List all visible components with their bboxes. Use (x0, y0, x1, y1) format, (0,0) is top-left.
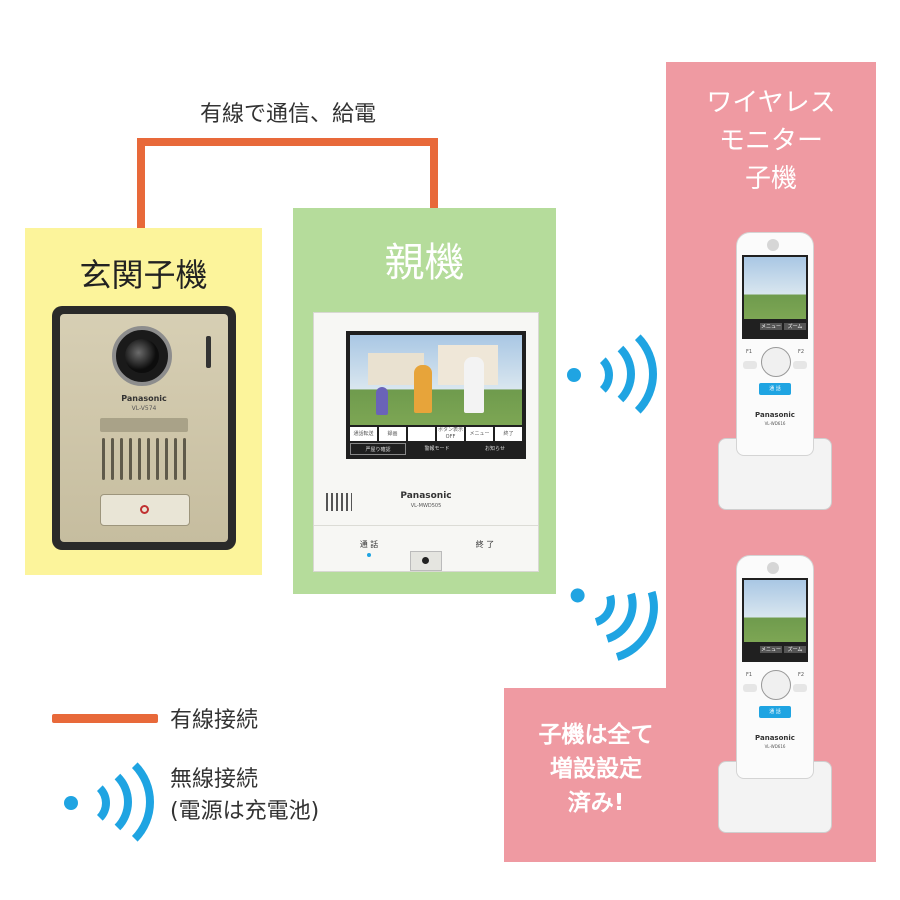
handset-zoom-key[interactable]: ズーム (784, 323, 806, 330)
legend-wireless-line-2: (電源は充電池) (170, 799, 320, 824)
soft-key[interactable]: 严屋り確認 (350, 443, 406, 455)
camera-lens-core (125, 339, 159, 373)
wired-caption: 有線で通信、給電 (199, 102, 376, 127)
handset-speaker-icon (767, 562, 779, 574)
master-screen-image (350, 335, 522, 425)
handset-brand: Panasonic (755, 734, 795, 742)
legend-wireless-label: 無線接続 (電源は充電池) (170, 764, 319, 828)
handset-talk-button[interactable]: 通 話 (759, 383, 791, 395)
wired-cable-left (137, 138, 145, 230)
handset-screen-image (744, 580, 806, 642)
handset-screen: メニュー ズーム (742, 578, 808, 662)
handset-key[interactable] (743, 361, 757, 369)
handset-key[interactable] (743, 684, 757, 692)
handset-menu-key[interactable]: メニュー (760, 646, 782, 653)
soft-key-row: 严屋り確認 警報モード お知らせ (350, 443, 522, 455)
screen-button[interactable]: 通話転送 (350, 427, 377, 441)
handset-menu-key[interactable]: メニュー (760, 323, 782, 330)
wireless-handset-2: メニュー ズーム F1 F2 通 話 Panasonic VL-WD616 (718, 555, 832, 833)
person-figure (376, 387, 388, 415)
wireless-title-line-1: ワイヤレス (706, 88, 836, 118)
legend-wired-line-icon (52, 714, 158, 723)
speaker-grille-icon (102, 438, 188, 480)
end-button[interactable]: 終 了 (475, 540, 495, 549)
handset-f2-key[interactable]: F2 (797, 349, 805, 355)
person-figure (414, 365, 432, 413)
legend-wifi-icon (62, 746, 154, 858)
legend-wired-label: 有線接続 (170, 708, 259, 733)
camera-lens-icon (112, 326, 172, 386)
handset-screen-image (744, 257, 806, 319)
monitor-speaker-icon (326, 493, 352, 511)
handset-body: メニュー ズーム F1 F2 通 話 Panasonic VL-WD616 (736, 232, 814, 456)
handset-screen: メニュー ズーム (742, 255, 808, 339)
handset-zoom-key[interactable]: ズーム (784, 646, 806, 653)
wifi-signal-icon (565, 318, 657, 430)
doorbell-call-button (100, 494, 190, 526)
entrance-station-faceplate: Panasonic VL-V574 (60, 314, 228, 542)
handset-f1-key[interactable]: F1 (745, 349, 753, 355)
screen-button[interactable] (408, 427, 435, 441)
master-brand: Panasonic (400, 491, 452, 501)
soft-key[interactable]: 警報モード (424, 446, 450, 452)
wifi-signal-icon (526, 531, 678, 683)
screen-button[interactable]: ボタン表示OFF (437, 427, 464, 441)
handset-model: VL-WD616 (764, 421, 786, 426)
handset-model: VL-WD616 (764, 744, 786, 749)
screen-button-row: 通話転送 録画 ボタン表示OFF メニュー 終了 (350, 427, 522, 441)
handset-dpad-icon[interactable] (761, 347, 791, 377)
wireless-handset-1: メニュー ズーム F1 F2 通 話 Panasonic VL-WD616 (718, 232, 832, 510)
legend-wireless-line-1: 無線接続 (170, 767, 259, 792)
talk-button[interactable]: 通 話 (359, 540, 379, 549)
entrance-title: 玄関子機 (79, 256, 208, 294)
preset-note-line-1: 子機は全て (538, 722, 654, 748)
handset-f2-key[interactable]: F2 (797, 672, 805, 678)
handset-talk-label: 通 話 (769, 386, 781, 392)
handset-dpad-icon[interactable] (761, 670, 791, 700)
entrance-station-device: Panasonic VL-V574 (52, 306, 236, 550)
person-figure (464, 357, 484, 413)
wired-cable-top (137, 138, 438, 146)
handset-f1-key[interactable]: F1 (745, 672, 753, 678)
monitor-camera-icon (410, 551, 442, 571)
indicator-slot-icon (206, 336, 211, 368)
handset-speaker-icon (767, 239, 779, 251)
handset-talk-label: 通 話 (769, 709, 781, 715)
soft-key[interactable]: お知らせ (485, 446, 505, 452)
screen-button[interactable]: 録画 (379, 427, 406, 441)
preset-note: 子機は全て 増設設定 済み! (504, 718, 688, 820)
wireless-title-line-2: モニター (718, 126, 823, 156)
master-screen: 通話転送 録画 ボタン表示OFF メニュー 終了 严屋り確認 警報モード お知ら… (346, 331, 526, 459)
handset-key[interactable] (793, 684, 807, 692)
light-strip (100, 418, 188, 432)
master-model: VL-MWD505 (410, 503, 442, 509)
screen-button[interactable]: メニュー (466, 427, 493, 441)
wireless-title-line-3: 子機 (744, 164, 797, 194)
wireless-region-bottom (504, 688, 684, 862)
master-title: 親機 (384, 240, 465, 286)
handset-key[interactable] (793, 361, 807, 369)
preset-note-line-2: 増設設定 (550, 756, 642, 782)
wireless-title: ワイヤレス モニター 子機 (666, 84, 876, 198)
handset-talk-button[interactable]: 通 話 (759, 706, 791, 718)
entrance-model: VL-V574 (131, 405, 157, 412)
talk-indicator-icon (367, 553, 371, 557)
handset-brand: Panasonic (755, 411, 795, 419)
master-monitor-device: 通話転送 録画 ボタン表示OFF メニュー 終了 严屋り確認 警報モード お知ら… (313, 312, 539, 572)
preset-note-line-3: 済み! (567, 790, 625, 816)
handset-body: メニュー ズーム F1 F2 通 話 Panasonic VL-WD616 (736, 555, 814, 779)
screen-button[interactable]: 終了 (495, 427, 522, 441)
wired-cable-right (430, 138, 438, 212)
entrance-brand: Panasonic (121, 394, 167, 403)
monitor-divider (314, 525, 538, 526)
call-button-led-icon (140, 505, 149, 514)
